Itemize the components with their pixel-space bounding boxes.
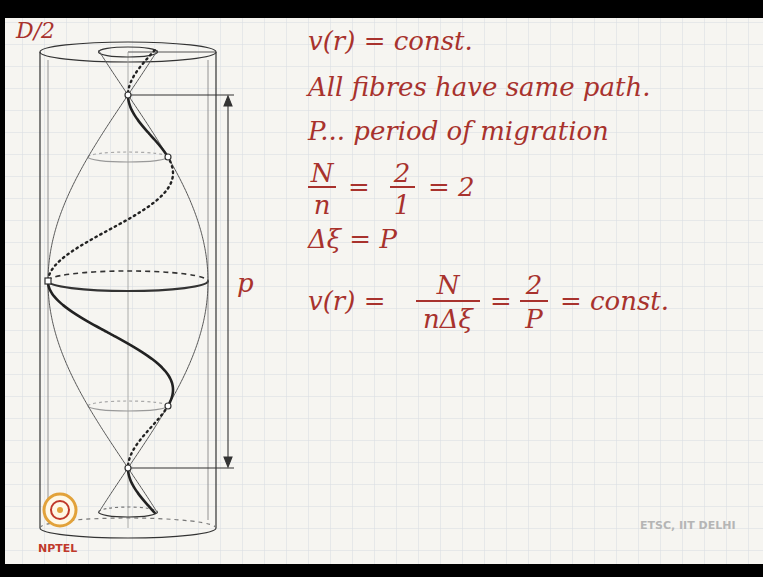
fibre-segment [128,405,168,468]
equation-part: 2 [526,272,543,298]
fibre-segment [48,282,173,406]
envelope-curve [48,50,128,513]
equation-part: 2 [394,160,411,186]
path-markers [45,92,171,471]
equation-part: P [525,306,543,332]
fibre-segment [128,94,167,157]
note-text: P... period of migration [308,118,609,144]
equation-part: = const. [560,288,669,314]
equation-part: n [314,192,331,218]
equation-part: N [437,272,460,298]
fibre-segment [128,468,155,513]
envelope-curve [128,50,208,513]
cylinder [40,42,216,538]
paper [5,18,763,564]
fraction-bars [308,187,548,301]
equation-text: Δξ = P [308,226,397,252]
fibre-path [48,50,173,513]
equation-part: nΔξ [423,306,473,332]
dimension-label: p [237,270,254,296]
equation-part: = [348,174,370,200]
grid [5,18,763,564]
dimension-label: D/2 [16,20,55,42]
fibre-segment [128,50,155,93]
equation-part: v(r) = [308,288,385,314]
equation-part: 1 [394,192,411,218]
nptel-logo [44,494,76,526]
note-text: All fibres have same path. [308,74,650,100]
migration-envelope [48,50,208,513]
logo-text: NPTEL [38,543,77,554]
note-text: v(r) = const. [308,28,473,54]
equation-part: N [311,160,334,186]
equation-part: = 2 [428,174,475,200]
period-bracket [131,95,234,468]
fibre-segment [48,156,173,281]
watermark: ETSC, IIT DELHI [640,520,736,531]
equation-part: = [490,288,512,314]
